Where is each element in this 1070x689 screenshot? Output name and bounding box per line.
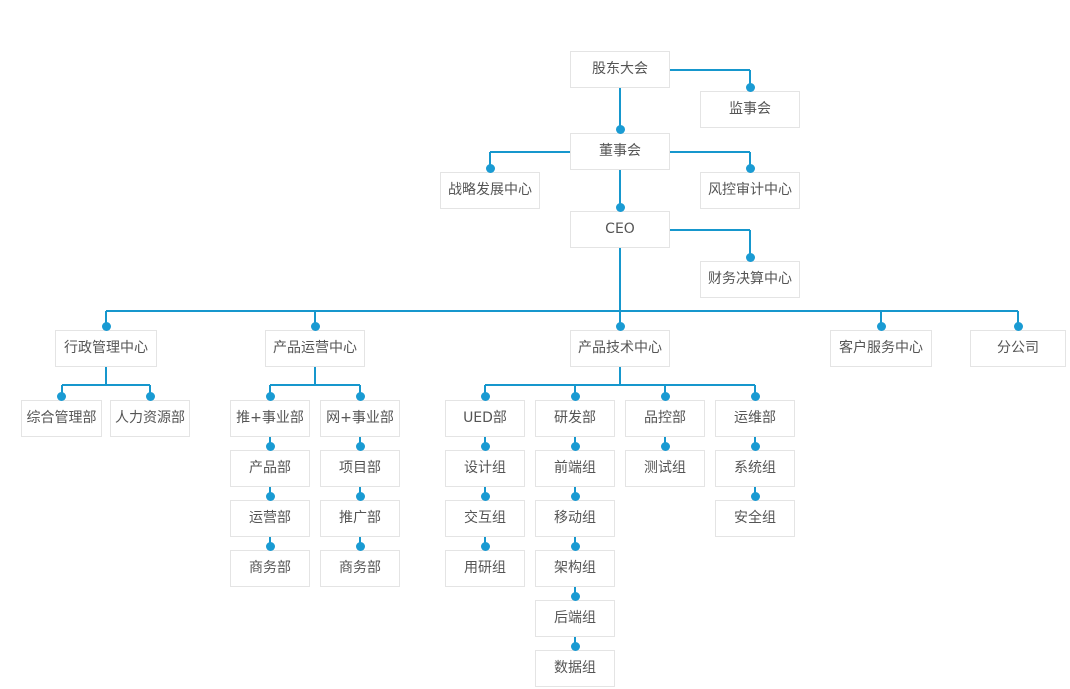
- connector-line: [880, 311, 882, 329]
- connector-line: [619, 248, 621, 311]
- connector-line: [749, 151, 751, 171]
- connector-dot: [570, 441, 580, 451]
- connector-dot: [355, 541, 365, 551]
- connector-line: [619, 367, 621, 385]
- org-node-interaction-group: 交互组: [445, 500, 525, 537]
- connector-dot: [485, 163, 495, 173]
- org-node-operations-dept: 运营部: [230, 500, 310, 537]
- connector-line: [489, 151, 491, 171]
- connector-dot: [745, 163, 755, 173]
- org-node-customer-service-center: 客户服务中心: [830, 330, 932, 367]
- connector-line: [619, 170, 621, 210]
- connector-dot: [355, 391, 365, 401]
- connector-line: [1017, 311, 1019, 329]
- org-node-ceo: CEO: [570, 211, 670, 248]
- org-node-promotion-dept: 推广部: [320, 500, 400, 537]
- connector-dot: [745, 252, 755, 262]
- org-node-product-technology-center: 产品技术中心: [570, 330, 670, 367]
- org-node-tui-business-dept: 推+事业部: [230, 400, 310, 437]
- connector-dot: [480, 441, 490, 451]
- org-node-admin-management-center: 行政管理中心: [55, 330, 157, 367]
- connector-line: [749, 69, 751, 90]
- connector-dot: [570, 491, 580, 501]
- connector-dot: [310, 321, 320, 331]
- org-node-ops-maintenance-dept: 运维部: [715, 400, 795, 437]
- connector-dot: [570, 591, 580, 601]
- org-node-business-dept-1: 商务部: [230, 550, 310, 587]
- connector-dot: [876, 321, 886, 331]
- connector-dot: [265, 491, 275, 501]
- org-node-frontend-group: 前端组: [535, 450, 615, 487]
- connector-dot: [745, 82, 755, 92]
- connector-line: [485, 384, 755, 386]
- connector-dot: [750, 491, 760, 501]
- connector-line: [490, 150, 570, 153]
- connector-line: [619, 311, 621, 329]
- org-node-board-of-directors: 董事会: [570, 133, 670, 170]
- connector-dot: [355, 491, 365, 501]
- connector-dot: [265, 391, 275, 401]
- org-node-wang-business-dept: 网+事业部: [320, 400, 400, 437]
- org-node-data-group: 数据组: [535, 650, 615, 687]
- connector-dot: [355, 441, 365, 451]
- org-node-design-group: 设计组: [445, 450, 525, 487]
- org-node-user-research-group: 用研组: [445, 550, 525, 587]
- connector-dot: [480, 541, 490, 551]
- connector-line: [749, 229, 751, 260]
- org-node-ued-dept: UED部: [445, 400, 525, 437]
- connector-line: [61, 384, 150, 386]
- connector-dot: [570, 541, 580, 551]
- org-node-hr-dept: 人力资源部: [110, 400, 190, 437]
- connector-dot: [57, 391, 66, 401]
- connector-line: [670, 68, 750, 71]
- connector-dot: [570, 641, 580, 651]
- org-node-business-dept-2: 商务部: [320, 550, 400, 587]
- connector-dot: [265, 541, 275, 551]
- org-node-backend-group: 后端组: [535, 600, 615, 637]
- connector-dot: [145, 391, 155, 401]
- org-node-shareholders-meeting: 股东大会: [570, 51, 670, 88]
- connector-dot: [265, 441, 275, 451]
- org-node-testing-group: 测试组: [625, 450, 705, 487]
- org-node-strategy-development-center: 战略发展中心: [440, 172, 540, 209]
- org-node-quality-control-dept: 品控部: [625, 400, 705, 437]
- connector-line: [619, 88, 621, 132]
- org-node-project-dept: 项目部: [320, 450, 400, 487]
- connector-line: [314, 311, 316, 329]
- connector-dot: [615, 124, 625, 134]
- org-node-product-operations-center: 产品运营中心: [265, 330, 365, 367]
- connector-dot: [750, 441, 760, 451]
- org-node-product-dept: 产品部: [230, 450, 310, 487]
- connector-line: [105, 311, 107, 329]
- connector-line: [106, 310, 1018, 312]
- org-node-general-management-dept: 综合管理部: [21, 400, 102, 437]
- connector-dot: [615, 321, 625, 331]
- org-node-supervisory-board: 监事会: [700, 91, 800, 128]
- connector-line: [105, 367, 107, 385]
- connector-dot: [1013, 321, 1023, 331]
- connector-line: [314, 367, 316, 385]
- org-node-architecture-group: 架构组: [535, 550, 615, 587]
- org-node-system-group: 系统组: [715, 450, 795, 487]
- connector-dot: [660, 441, 670, 451]
- org-node-rd-dept: 研发部: [535, 400, 615, 437]
- connector-dot: [660, 391, 670, 401]
- connector-dot: [480, 391, 490, 401]
- connector-line: [670, 228, 750, 231]
- connector-dot: [570, 391, 580, 401]
- org-node-finance-settlement-center: 财务决算中心: [700, 261, 800, 298]
- connector-line: [270, 384, 360, 386]
- connector-dot: [750, 391, 760, 401]
- connector-line: [670, 150, 750, 153]
- connector-dot: [101, 321, 111, 331]
- connector-dot: [480, 491, 490, 501]
- connector-dot: [615, 202, 625, 212]
- org-node-mobile-group: 移动组: [535, 500, 615, 537]
- org-node-branch-company: 分公司: [970, 330, 1066, 367]
- org-node-risk-audit-center: 风控审计中心: [700, 172, 800, 209]
- org-node-security-group: 安全组: [715, 500, 795, 537]
